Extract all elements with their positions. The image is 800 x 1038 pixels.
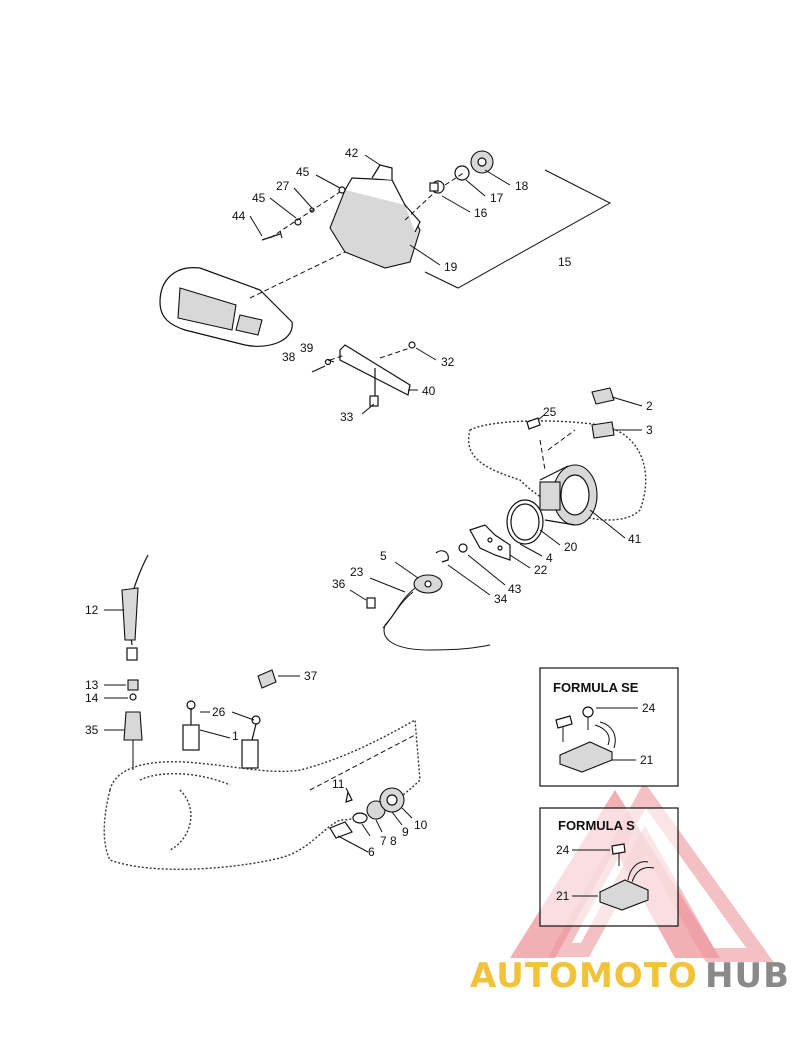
gasket-ring bbox=[506, 499, 544, 545]
callout-38: 38 bbox=[282, 350, 296, 364]
key-switch-assembly bbox=[329, 787, 405, 839]
switch-buttons bbox=[526, 387, 615, 439]
inset-title: FORMULA SE bbox=[553, 680, 639, 695]
gauge-body bbox=[539, 464, 598, 526]
inset-label-21: 21 bbox=[640, 753, 654, 767]
callout-12: 12 bbox=[85, 603, 99, 617]
callout-26: 26 bbox=[212, 705, 226, 719]
callout-13: 13 bbox=[85, 678, 99, 692]
callout-4: 4 bbox=[546, 551, 553, 565]
callout-40: 40 bbox=[422, 384, 436, 398]
callout-2: 2 bbox=[646, 399, 653, 413]
watermark-hub: HUB bbox=[705, 956, 790, 996]
inset-formula-se: FORMULA SE 24 21 bbox=[539, 667, 679, 787]
inset-title: FORMULA S bbox=[558, 818, 635, 833]
inset-label-24: 24 bbox=[642, 701, 656, 715]
callout-34: 34 bbox=[494, 592, 508, 606]
callout-35: 35 bbox=[85, 723, 99, 737]
callout-32: 32 bbox=[441, 355, 455, 369]
callout-1: 1 bbox=[232, 729, 239, 743]
callout-36: 36 bbox=[332, 577, 346, 591]
bezel-panel bbox=[159, 267, 293, 347]
callout-19: 19 bbox=[444, 260, 458, 274]
callout-43: 43 bbox=[508, 582, 522, 596]
callout-17: 17 bbox=[490, 191, 504, 205]
callout-39: 39 bbox=[300, 341, 314, 355]
callout-20: 20 bbox=[564, 540, 578, 554]
inset-formula-s: FORMULA S 24 21 bbox=[539, 807, 679, 927]
callout-45: 45 bbox=[296, 165, 310, 179]
sensor-with-cable bbox=[366, 574, 491, 651]
inset-label-24: 24 bbox=[556, 843, 570, 857]
callout-labels: 42 45 27 45 44 18 17 16 19 15 39 38 32 4… bbox=[85, 146, 653, 859]
callout-3: 3 bbox=[646, 423, 653, 437]
throttle-cable bbox=[121, 554, 149, 770]
callout-25: 25 bbox=[543, 405, 557, 419]
callout-7: 7 bbox=[380, 834, 387, 848]
callout-10: 10 bbox=[414, 818, 428, 832]
taillight-housing bbox=[329, 164, 421, 269]
lens-ring bbox=[454, 150, 494, 181]
callout-27: 27 bbox=[276, 179, 290, 193]
hull-outline bbox=[103, 718, 421, 870]
bulb-socket bbox=[429, 180, 445, 194]
callout-37: 37 bbox=[304, 669, 318, 683]
callout-44: 44 bbox=[232, 209, 246, 223]
switch-brackets bbox=[182, 700, 261, 769]
callout-22: 22 bbox=[534, 563, 548, 577]
callout-11: 11 bbox=[332, 777, 345, 791]
callout-6: 6 bbox=[368, 845, 375, 859]
watermark-text: AUTOMOTO HUB bbox=[470, 956, 790, 996]
callout-18: 18 bbox=[515, 179, 529, 193]
watermark-automoto: AUTOMOTO bbox=[470, 956, 698, 996]
callout-9: 9 bbox=[402, 825, 409, 839]
inset-label-21: 21 bbox=[556, 889, 570, 903]
dash-console bbox=[467, 420, 647, 521]
callout-15: 15 bbox=[558, 255, 572, 269]
callout-8: 8 bbox=[390, 834, 397, 848]
callout-5: 5 bbox=[380, 549, 387, 563]
leader-lines bbox=[104, 154, 643, 853]
callout-33: 33 bbox=[340, 410, 354, 424]
gauge-bracket bbox=[469, 524, 511, 561]
callout-45: 45 bbox=[252, 191, 266, 205]
callout-16: 16 bbox=[474, 206, 488, 220]
callout-41: 41 bbox=[628, 532, 642, 546]
washer-nut bbox=[435, 543, 468, 563]
callout-42: 42 bbox=[345, 146, 359, 160]
callout-14: 14 bbox=[85, 691, 99, 705]
callout-23: 23 bbox=[350, 565, 364, 579]
connector-37 bbox=[257, 669, 277, 689]
